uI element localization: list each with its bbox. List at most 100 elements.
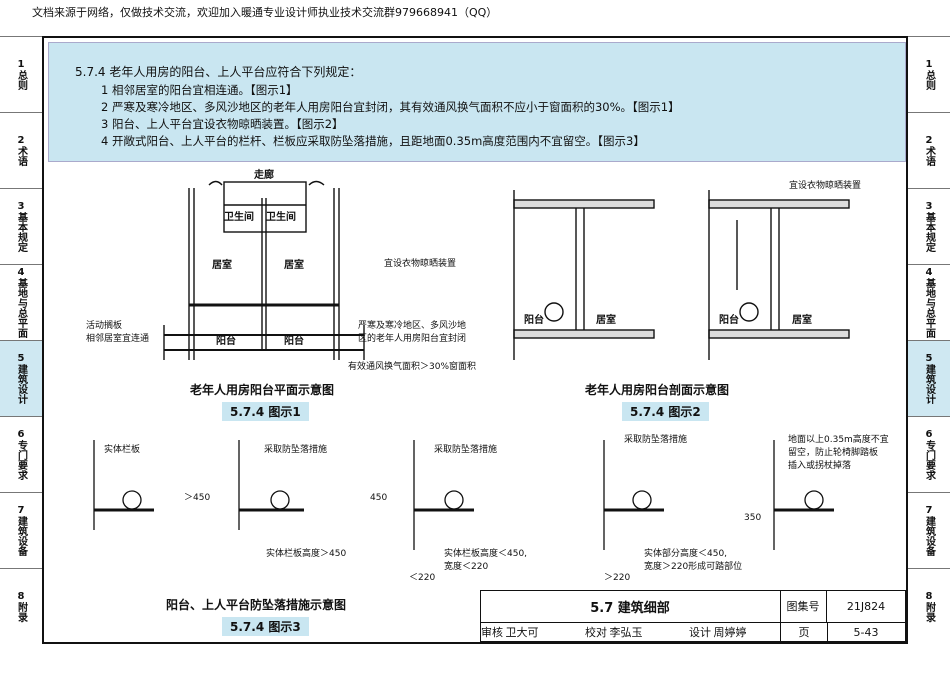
fig1-toilet2: 卫生间 (266, 210, 296, 223)
fig1-room2: 居室 (284, 258, 304, 271)
chapter-tab-label: 总则 (15, 70, 27, 90)
tb-checker: 李弘玉 (609, 626, 643, 639)
fig3-s2-dim: ＞450 (184, 493, 210, 503)
chapter-tab-number: 3 (17, 201, 25, 212)
fig1-toilet1: 卫生间 (224, 210, 254, 223)
chapter-tab-label: 附录 (15, 602, 27, 622)
fig2-label: 5.7.4 图示2 (622, 402, 709, 421)
chapter-tab-number: 4 (17, 267, 25, 278)
chapter-tab-number: 7 (17, 505, 25, 516)
drawing-frame (42, 36, 908, 644)
fig3-s3-title: 采取防坠落措施 (434, 443, 497, 455)
chapter-tab-label: 基本规定 (15, 212, 27, 252)
fig1-corridor: 走廊 (253, 168, 274, 181)
fig3-s5-note-1: 地面以上0.35m高度不宜 (788, 433, 889, 445)
fig2-labels: 阳台 居室 阳台 居室 (524, 313, 812, 326)
tb-atlas-no: 21J824 (846, 599, 886, 613)
chapter-tab-number: 5 (925, 353, 933, 364)
fig3-s3-dim: 450 (370, 493, 387, 503)
fig3-s5-note-2: 留空，防止轮椅脚踏板 (788, 446, 878, 458)
fig1-note-left-2: 相邻居室宜连通 (86, 332, 149, 344)
chapter-tab-number: 8 (17, 591, 25, 602)
spec-item: 3 阳台、上人平台宜设衣物晾晒装置。【图示2】 (101, 117, 344, 131)
fig1-note-left-1: 活动搁板 (86, 319, 122, 331)
spec-box: 5.7.4 老年人用房的阳台、上人平台应符合下列规定： 1 相邻居室的阳台宜相连… (48, 42, 906, 162)
title-block: 5.7 建筑细部 图集号 21J824 审核 卫大可 校对 李弘玉 设计 周婷婷… (480, 590, 906, 642)
chapter-tab-label: 术语 (15, 146, 27, 166)
fig2-room1: 居室 (596, 313, 616, 326)
chapter-tab-label: 总则 (923, 70, 935, 90)
tb-atlas-label: 图集号 (780, 590, 827, 622)
fig2-room2: 居室 (792, 313, 812, 326)
fig1-room1: 居室 (212, 258, 232, 271)
chapter-tab-label: 术语 (923, 146, 935, 166)
chapter-tab-number: 1 (925, 59, 933, 70)
spec-item: 1 相邻居室的阳台宜相连通。【图示1】 (101, 83, 298, 97)
chapter-tab-number: 1 (17, 59, 25, 70)
fig3-s4-note-2: 宽度＞220形成可踏部位 (644, 560, 742, 572)
fig2-note1: 宜设衣物晾晒装置 (384, 257, 456, 269)
fig3-s2-note: 实体栏板高度＞450 (266, 547, 346, 559)
drawings-svg: 走廊 卫生间 卫生间 居室 居室 阳台 阳台 活动搁板 相邻居室宜连通 严寒及寒… (86, 168, 889, 583)
fig3-s5-note-3: 插入或拐杖掉落 (788, 459, 851, 471)
fig3-label: 5.7.4 图示3 (222, 617, 309, 636)
fig2-balcony2: 阳台 (719, 313, 739, 326)
fig3-s4-note-1: 实体部分高度＜450, (644, 547, 727, 559)
fig3-s4-w: ＞220 (604, 573, 630, 583)
fig2-note2: 宜设衣物晾晒装置 (789, 179, 861, 191)
fig1-labels: 走廊 卫生间 卫生间 居室 居室 阳台 阳台 (212, 168, 304, 347)
fig2-section (513, 190, 850, 360)
chapter-tab-number: 6 (17, 429, 25, 440)
fig3-s5-dim: 350 (744, 513, 761, 523)
tb-designer: 周婷婷 (713, 626, 747, 639)
tb-section: 5.7 建筑细部 (480, 590, 781, 622)
chapter-tab-number: 7 (925, 505, 933, 516)
tb-page-no: 5-43 (853, 625, 879, 639)
chapter-tab-label: 建筑设计 (15, 364, 27, 404)
fig1-balcony1: 阳台 (216, 334, 236, 347)
fig3-s4-title: 采取防坠落措施 (624, 433, 687, 445)
fig3-labels: 实体栏板 采取防坠落措施 采取防坠落措施 采取防坠落措施 实体栏板高度＞450 … (104, 433, 889, 583)
fig3-s2-title: 采取防坠落措施 (264, 443, 327, 455)
tb-reviewer: 卫大可 (505, 626, 539, 639)
fig2-balcony1: 阳台 (524, 313, 544, 326)
chapter-tab-label: 基地与总平面 (923, 278, 935, 338)
fig3-s3-note-1: 实体栏板高度＜450, (444, 547, 527, 559)
chapter-tab-number: 3 (925, 201, 933, 212)
spec-item: 2 严寒及寒冷地区、多风沙地区的老年人用房阳台宜封闭，其有效通风换气面积不应小于… (101, 100, 680, 114)
tb-page-label: 页 (780, 622, 828, 642)
spec-title: 5.7.4 老年人用房的阳台、上人平台应符合下列规定： (75, 65, 362, 79)
fig3-s1-title: 实体栏板 (104, 443, 140, 455)
tb-design-label: 设计 (689, 626, 711, 639)
fig3-s3-note-2: 宽度＜220 (444, 560, 488, 572)
chapter-tab-label: 专门要求 (15, 440, 27, 480)
fig1-label: 5.7.4 图示1 (222, 402, 309, 421)
fig1-plan (163, 180, 365, 360)
chapter-tab-label: 建筑设备 (15, 516, 27, 556)
fig2-notes: 宜设衣物晾晒装置 宜设衣物晾晒装置 (384, 179, 861, 269)
chapter-tab-label: 附录 (923, 602, 935, 622)
tb-check-label: 校对 (585, 626, 607, 639)
fig1-balcony2: 阳台 (284, 334, 304, 347)
tb-review-label: 审核 (481, 626, 503, 639)
chapter-tab-number: 2 (17, 135, 25, 146)
chapter-tab-label: 基本规定 (923, 212, 935, 252)
fig1-note-right-1: 严寒及寒冷地区、多风沙地 (358, 319, 466, 331)
